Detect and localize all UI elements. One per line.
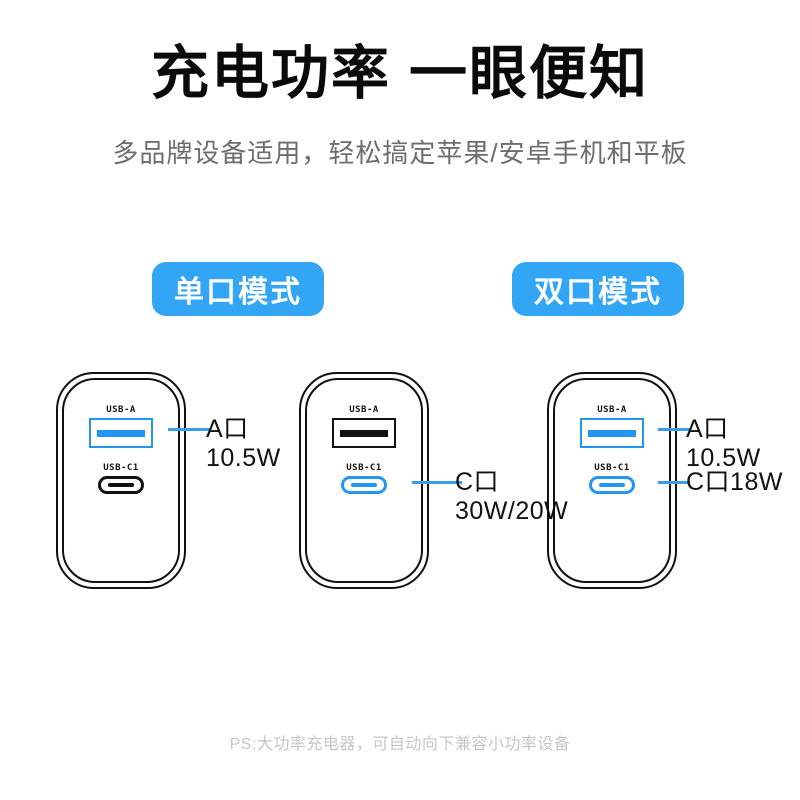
usb-c-port-group: USB-C1 [547, 464, 677, 494]
callout-charger3-c-power: C口18W [686, 468, 783, 496]
charger-a-active: USB-A USB-C1 [56, 372, 186, 589]
mode-badge-single-port[interactable]: 单口模式 [152, 262, 324, 316]
usb-c-port-label: USB-C1 [346, 463, 382, 473]
usb-a-contact-bar [97, 429, 145, 437]
usb-a-port-icon [332, 418, 396, 448]
usb-c-port-icon [341, 476, 387, 494]
leader-line-charger1-a [168, 428, 210, 431]
usb-a-port-group: USB-A [299, 406, 429, 448]
charger-c-active: USB-A USB-C1 [299, 372, 429, 589]
usb-a-contact-bar [340, 429, 388, 437]
usb-a-contact-bar [588, 429, 636, 437]
usb-c-port-label: USB-C1 [594, 463, 630, 473]
usb-c-contact-bar [351, 483, 377, 487]
usb-a-port-icon [580, 418, 644, 448]
usb-c-port-label: USB-C1 [103, 463, 139, 473]
charger-body-inner-shell [553, 378, 671, 583]
page-title: 充电功率 一眼便知 [150, 41, 650, 106]
charger-body-outer-shell [299, 372, 429, 589]
usb-c-port-group: USB-C1 [299, 464, 429, 494]
usb-a-port-label: USB-A [106, 405, 136, 415]
usb-a-port-label: USB-A [349, 405, 379, 415]
charger-body-outer-shell [56, 372, 186, 589]
usb-c-port-group: USB-C1 [56, 464, 186, 494]
usb-c-port-icon [589, 476, 635, 494]
mode-badge-dual-port[interactable]: 双口模式 [512, 262, 684, 316]
mode-badge-dual-port-label: 双口模式 [534, 276, 662, 309]
mode-badge-single-port-label: 单口模式 [174, 276, 302, 309]
usb-a-port-label: USB-A [597, 405, 627, 415]
leader-line-charger2-c [412, 481, 462, 484]
usb-c-port-icon [98, 476, 144, 494]
charger-body-inner-shell [305, 378, 423, 583]
page-subtitle: 多品牌设备适用，轻松搞定苹果/安卓手机和平板 [112, 137, 688, 168]
usb-c-contact-bar [108, 483, 134, 487]
usb-c-contact-bar [599, 483, 625, 487]
header: 充电功率 一眼便知 多品牌设备适用，轻松搞定苹果/安卓手机和平板 [0, 0, 800, 170]
mode-badge-row: 单口模式 双口模式 [0, 262, 800, 320]
leader-line-charger3-a [658, 428, 690, 431]
charger-dual-active: USB-A USB-C1 [547, 372, 677, 589]
footer-note: PS:大功率充电器，可自动向下兼容小功率设备 [229, 736, 571, 753]
usb-a-port-group: USB-A [547, 406, 677, 448]
charger-body-inner-shell [62, 378, 180, 583]
leader-line-charger3-c [658, 481, 690, 484]
usb-a-port-group: USB-A [56, 406, 186, 448]
callout-charger1-a-power: A口 10.5W [206, 415, 281, 472]
usb-a-port-icon [89, 418, 153, 448]
callout-charger2-c-power: C口 30W/20W [455, 468, 569, 525]
callout-charger3-a-power: A口10.5W [686, 415, 761, 472]
charger-body-outer-shell [547, 372, 677, 589]
